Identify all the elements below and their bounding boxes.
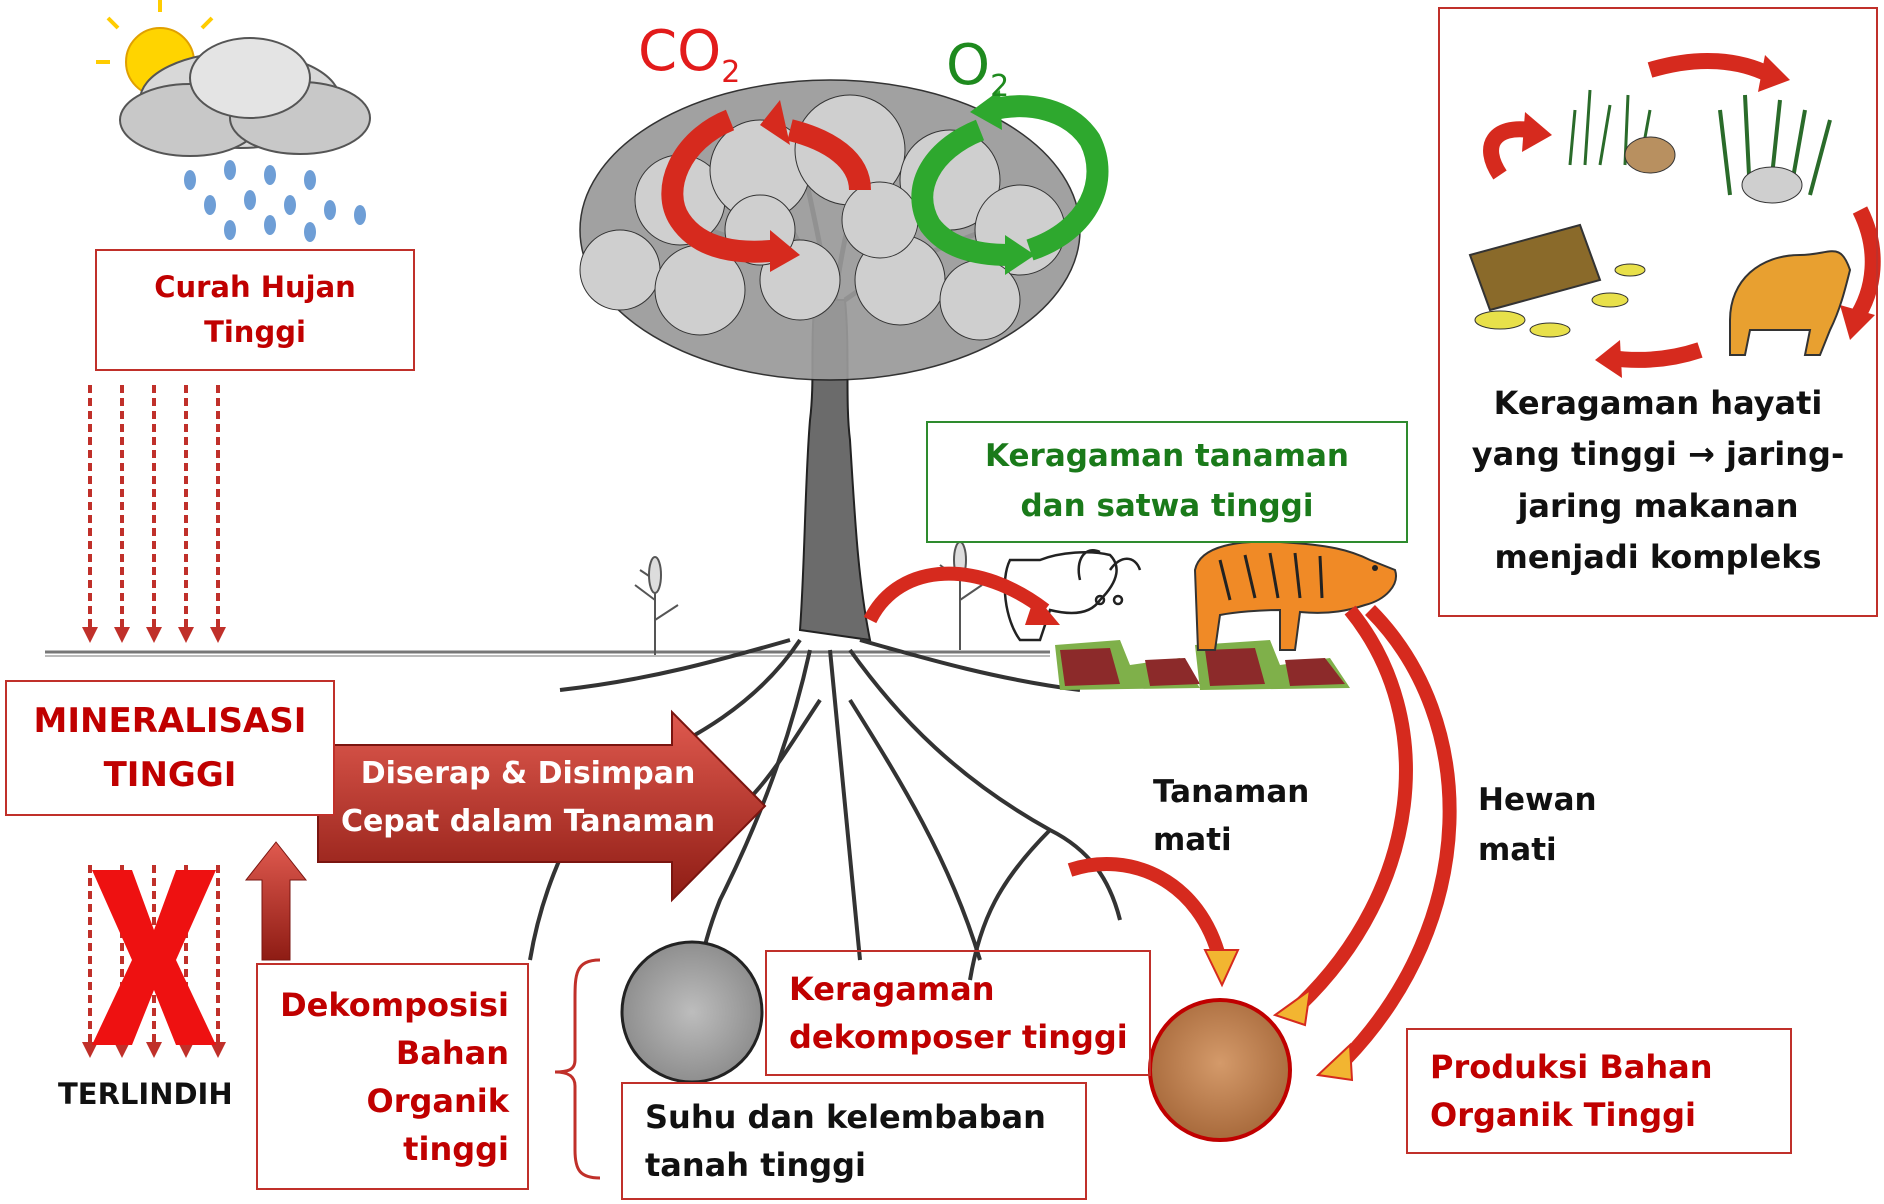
decomposition-line-3: Organik — [258, 1077, 509, 1125]
decomposition-line-2: Bahan — [258, 1029, 509, 1077]
co2-label: CO2 — [638, 24, 740, 88]
food-web-caption-line-1: Keragaman hayati — [1440, 378, 1876, 429]
decomposer-line-1: Keragaman — [789, 965, 1149, 1013]
organic-production-box: Produksi Bahan Organik Tinggi — [1406, 1028, 1792, 1154]
absorb-arrow-label: Diserap & Disimpan Cepat dalam Tanaman — [318, 750, 738, 846]
decomposition-box: Dekomposisi Bahan Organik tinggi — [256, 963, 529, 1190]
dead-plants-line-1: Tanaman — [1153, 768, 1309, 816]
mineralization-box: MINERALISASI TINGGI — [5, 680, 335, 816]
soil-conditions-box: Suhu dan kelembaban tanah tinggi — [621, 1082, 1087, 1200]
brace-icon — [555, 960, 600, 1178]
rain-drops-icon — [184, 160, 366, 242]
food-web-caption-line-4: menjadi kompleks — [1440, 532, 1876, 583]
production-line-1: Produksi Bahan — [1430, 1043, 1790, 1091]
food-web-box: Keragaman hayati yang tinggi → jaring- j… — [1438, 7, 1878, 617]
co2-text: CO — [638, 19, 721, 84]
o2-text: O — [946, 33, 990, 98]
soil-line-1: Suhu dan kelembaban — [645, 1093, 1085, 1141]
rainfall-box: Curah Hujan Tinggi — [95, 249, 415, 371]
co2-subscript: 2 — [721, 55, 740, 90]
rainfall-line-1: Curah Hujan — [97, 265, 413, 310]
decomposition-line-4: tinggi — [258, 1125, 509, 1173]
absorb-line-1: Diserap & Disimpan — [318, 750, 738, 798]
mineralization-line-1: MINERALISASI — [7, 694, 333, 748]
dead-plants-label: Tanaman mati — [1153, 768, 1309, 864]
rain-arrows-icon — [90, 385, 218, 635]
food-web-caption-line-2: yang tinggi → jaring- — [1440, 429, 1876, 480]
dead-plants-line-2: mati — [1153, 816, 1309, 864]
o2-subscript: 2 — [990, 69, 1009, 104]
food-chain-arrow-icon — [870, 574, 1060, 625]
biodiversity-line-1: Keragaman tanaman — [928, 432, 1406, 482]
dead-animals-line-1: Hewan — [1478, 776, 1597, 826]
rainfall-line-2: Tinggi — [97, 310, 413, 355]
dead-animals-label: Hewan mati — [1478, 776, 1597, 875]
absorb-line-2: Cepat dalam Tanaman — [318, 798, 738, 846]
production-line-2: Organik Tinggi — [1430, 1091, 1790, 1139]
soil-line-2: tanah tinggi — [645, 1141, 1085, 1189]
biodiversity-line-2: dan satwa tinggi — [928, 482, 1406, 532]
food-web-caption-line-3: jaring makanan — [1440, 481, 1876, 532]
up-arrow-icon — [246, 842, 306, 960]
dead-animals-line-2: mati — [1478, 826, 1597, 876]
decomposition-line-1: Dekomposisi — [258, 981, 509, 1029]
organic-soil-ball — [1150, 1000, 1290, 1140]
leached-label: TERLINDIH — [58, 1076, 233, 1114]
biodiversity-box: Keragaman tanaman dan satwa tinggi — [926, 421, 1408, 543]
mineralization-line-2: TINGGI — [7, 748, 333, 802]
decomposer-box: Keragaman dekomposer tinggi — [765, 950, 1151, 1076]
o2-label: O2 — [946, 38, 1009, 102]
decomposer-ball — [622, 942, 762, 1082]
decomposer-line-2: dekomposer tinggi — [789, 1013, 1149, 1061]
